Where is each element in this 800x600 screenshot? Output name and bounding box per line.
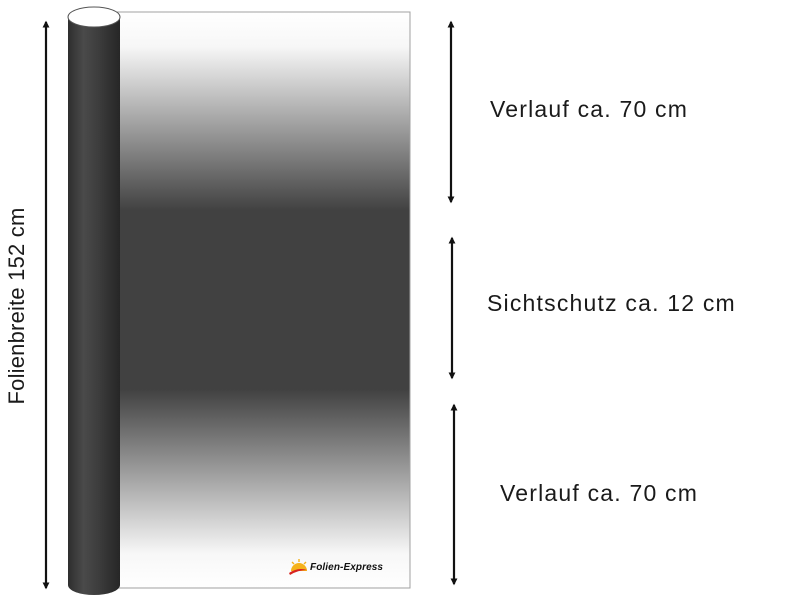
gradient-top-label: Verlauf ca. 70 cm <box>490 96 689 122</box>
logo-text: Folien-Express <box>310 561 384 573</box>
folien-express-logo: Folien-Express <box>288 556 383 578</box>
sun-swoosh-icon <box>289 559 307 575</box>
privacy-band-label: Sichtschutz ca. 12 cm <box>487 290 736 316</box>
film-roll <box>67 6 121 595</box>
film-width-label: Folienbreite 152 cm <box>4 207 29 405</box>
gradient-bottom-label: Verlauf ca. 70 cm <box>500 480 699 506</box>
film-sheet <box>95 11 411 589</box>
